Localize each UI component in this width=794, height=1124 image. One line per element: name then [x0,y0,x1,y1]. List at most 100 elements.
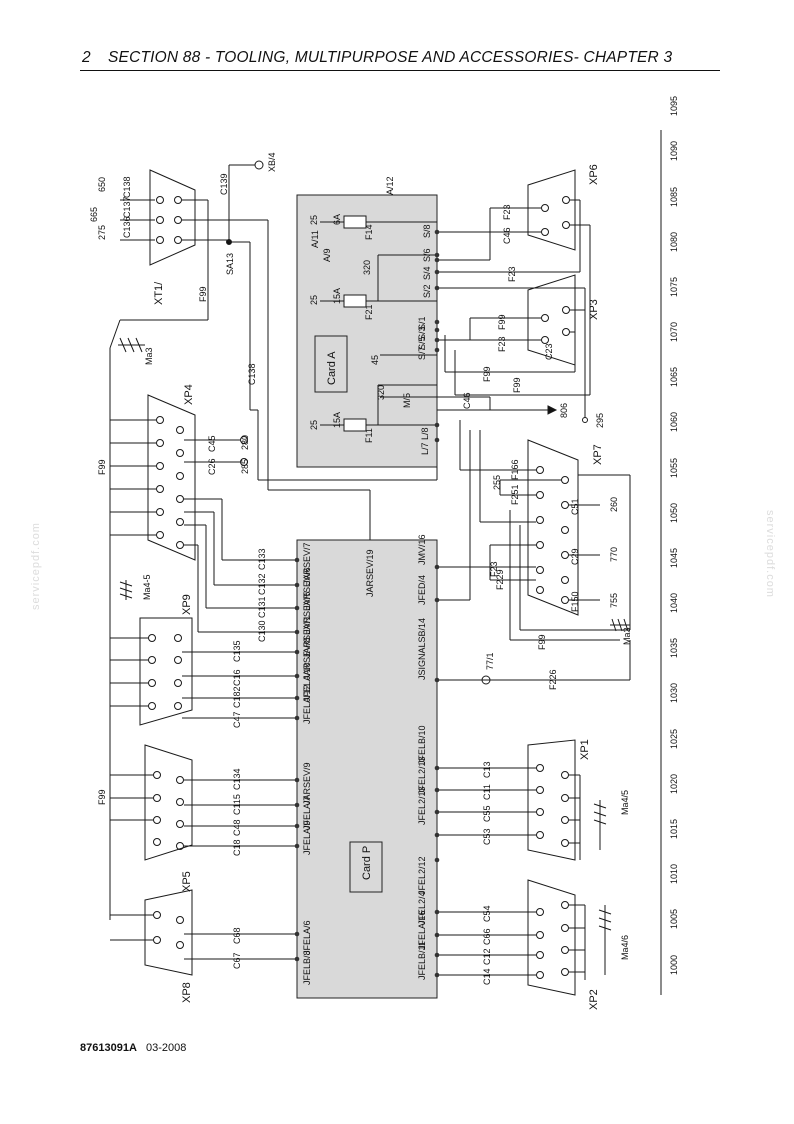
wire-label-ma4-6: Ma4/6 [620,935,630,960]
wire-label-755: 755 [609,593,619,608]
card-a-value-25c: 25 [309,420,319,430]
fuse-label-f11: F11 [364,428,374,443]
wire-label-c138: C138 [122,176,132,198]
xp4-pins [156,416,184,549]
wire-label-f23-xp6a: F23 [502,204,512,220]
xp7-pins [536,466,569,604]
scale-1005: 1005 [669,909,679,929]
ground-ma4-6-xp2 [598,905,612,975]
wire-label-650: 650 [97,177,107,192]
arrow-806 [547,405,558,415]
xp1-label: XP1 [579,739,591,760]
card-p-pin-jarsev8: JARSEV/8 [302,637,312,680]
card-a-pin-dot [434,327,440,333]
wire-label-c55: C55 [482,805,492,822]
card-p-pin-dot [294,931,300,937]
xp9-housing [139,617,193,726]
ground-ma4-5 [119,580,133,600]
wire-label-280: 280 [240,435,250,450]
card-a-label: Card A [326,351,338,385]
fuse-label-15a-b: 15A [332,412,342,428]
card-a-value-25b: 25 [309,295,319,305]
wire-label-f23-xp3: F23 [497,336,507,352]
wire-label-c138-mid: C138 [247,363,257,385]
wire-label-c11: C11 [482,784,492,800]
wire-label-c13: C13 [482,761,492,778]
scale-1060: 1060 [669,412,679,432]
scale-1045: 1045 [669,548,679,568]
scale-1030: 1030 [669,683,679,703]
card-a-box [296,194,438,468]
card-p-pin-jmv16: JMV/16 [417,534,427,565]
xp2-pins [536,901,569,979]
card-p-pin-dot [294,695,300,701]
xp5-housing [144,744,193,861]
wire-label-c137: C137 [122,196,132,218]
card-a-label-box [314,335,348,393]
xt1-label: XT1/ [153,281,165,305]
card-p-pin-dot [294,557,300,563]
xp5-label: XP5 [181,871,193,892]
wire-label-ma3: Ma3 [144,347,154,365]
wire-label-f229: F229 [495,569,505,590]
card-p-pin-dot [294,777,300,783]
card-a-pin-dot [434,347,440,353]
scale-1050: 1050 [669,503,679,523]
wire-label-c26: C26 [207,458,217,475]
wire-label-275: 275 [97,225,107,240]
wire-label-f166: F166 [510,459,520,480]
terminal-280 [240,436,248,444]
card-a-pin-dot [434,437,440,443]
wire-label-c16: C16 [232,669,242,686]
wire-label-f99-xp7: F99 [537,634,547,650]
card-p-pin-dot [434,972,440,978]
xp6-label: XP6 [588,164,600,185]
card-p-pin-dot [434,597,440,603]
ground-ma3-xp7 [610,618,630,632]
xt1-housing [149,169,196,266]
wire-label-f251: F251 [510,484,520,505]
card-p-pin-dot [434,765,440,771]
wire-label-ma4-5: Ma4-5 [142,574,152,600]
xp6-housing [527,169,576,251]
scale-1065: 1065 [669,367,679,387]
xp3-pins [541,306,570,344]
wire-label-c45: C45 [207,435,217,452]
card-a-pin-l8: L/8 [420,427,430,440]
card-p-pin-jarsev1: JARSEV/1 [302,615,312,658]
xb4-terminal [254,160,264,170]
card-p-pin-jfela9: JFELA/9 [302,820,312,855]
wire-label-c51: C51 [570,498,580,515]
card-p-pin-dot [294,582,300,588]
fuse-f21 [343,294,367,308]
card-p-pin-dot [434,857,440,863]
card-a-value-45: 45 [370,355,380,365]
card-a-pin-a11: A/11 [310,230,320,248]
wire-label-c131: C131 [257,596,267,618]
card-p-pin-jfel2-13b: JFEL2/13 [417,786,427,825]
xt1-wire-f99 [109,319,121,349]
wire-label-c67: C67 [232,952,242,969]
xp3-label: XP3 [588,299,600,320]
card-a-pin-dot [434,229,440,235]
card-a-pin-s2: S/2 [422,284,432,298]
card-a-pin-dot [434,337,440,343]
wire-label-770: 770 [609,547,619,562]
card-p-label-box [349,841,383,893]
card-p-label: Card P [361,846,373,880]
card-p-pin-dot [294,956,300,962]
card-p-pin-jarsev9: JARSEV/9 [302,762,312,805]
wire-label-c135: C135 [232,640,242,662]
wire-label-c23: C23 [544,343,554,360]
wire-label-c46-xp6: C46 [502,227,512,244]
wire-label-f226: F226 [548,669,558,690]
card-p-pin-dot [434,809,440,815]
card-a-pin-l7: L/7 [420,442,430,455]
xp9-pins [148,634,182,710]
scale-1040: 1040 [669,593,679,613]
wire-label-f23-xp6b: F23 [507,266,517,282]
wire-label-285: 285 [240,459,250,474]
page-title: SECTION 88 - TOOLING, MULTIPURPOSE AND A… [108,49,673,66]
card-a-pin-dot [434,269,440,275]
